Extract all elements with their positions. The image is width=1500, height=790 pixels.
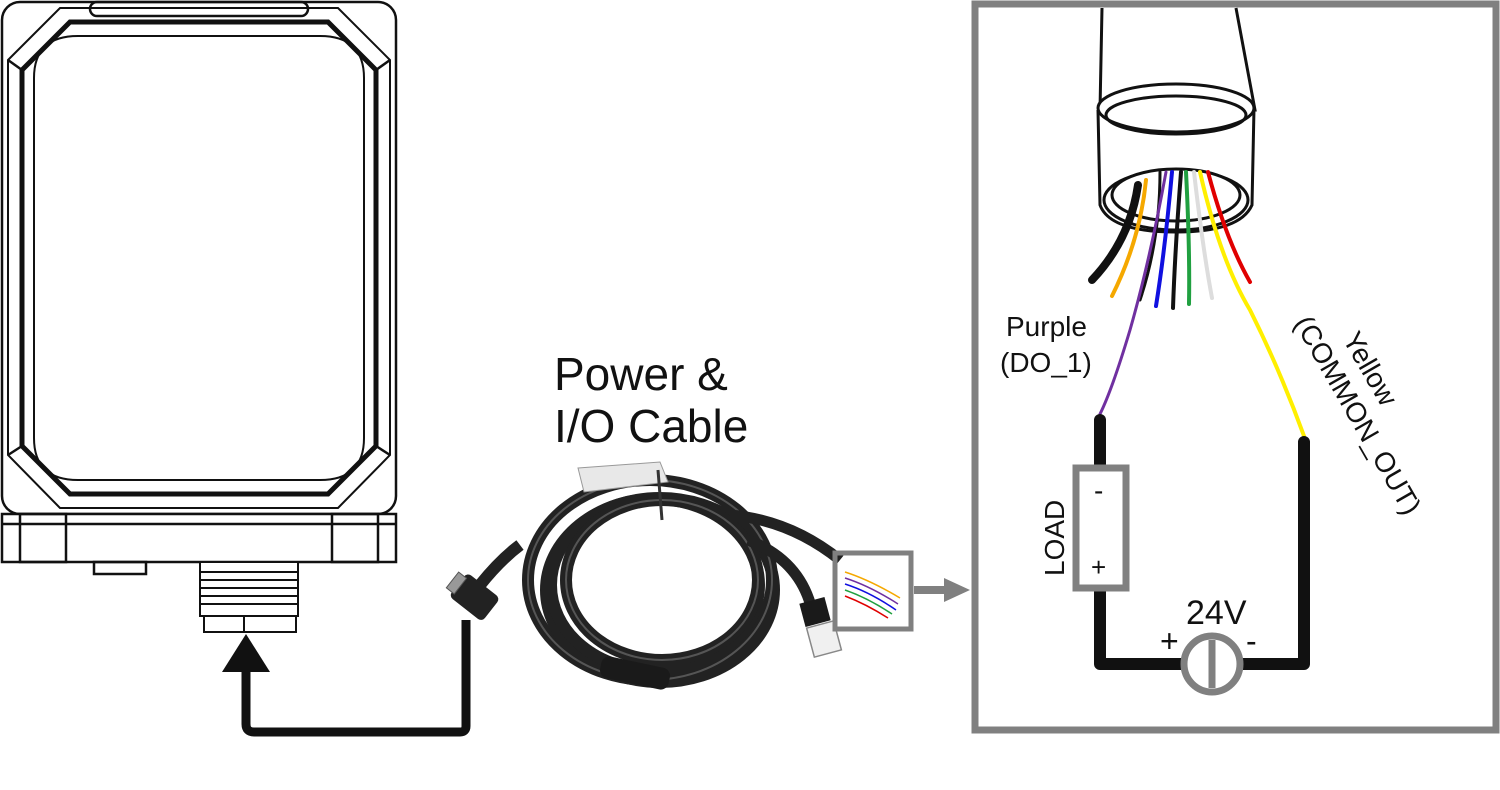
power-supply-24v: 24V + - <box>1160 594 1257 696</box>
load-component: - + LOAD <box>1039 464 1130 592</box>
supply-plus-sign: + <box>1160 623 1179 659</box>
cable-caption-line2: I/O Cable <box>554 400 748 452</box>
load-minus-sign: - <box>1094 475 1103 506</box>
supply-voltage-label: 24V <box>1186 594 1247 632</box>
wiring-detail-panel: Purple (DO_1) Yellow (COMMON_OUT) - + LO… <box>971 0 1500 734</box>
purple-wire-label-line1: Purple <box>1006 311 1087 342</box>
load-label: LOAD <box>1039 500 1070 576</box>
purple-wire-label-line2: (DO_1) <box>1000 347 1092 378</box>
cable-caption-line1: Power & <box>554 348 728 400</box>
device-connector <box>199 561 299 633</box>
power-io-cable <box>445 461 844 690</box>
load-plus-sign: + <box>1091 552 1106 582</box>
connection-arrow <box>222 620 471 737</box>
supply-minus-sign: - <box>1246 623 1257 659</box>
device-housing <box>0 0 398 576</box>
zoom-indicator <box>832 550 970 632</box>
